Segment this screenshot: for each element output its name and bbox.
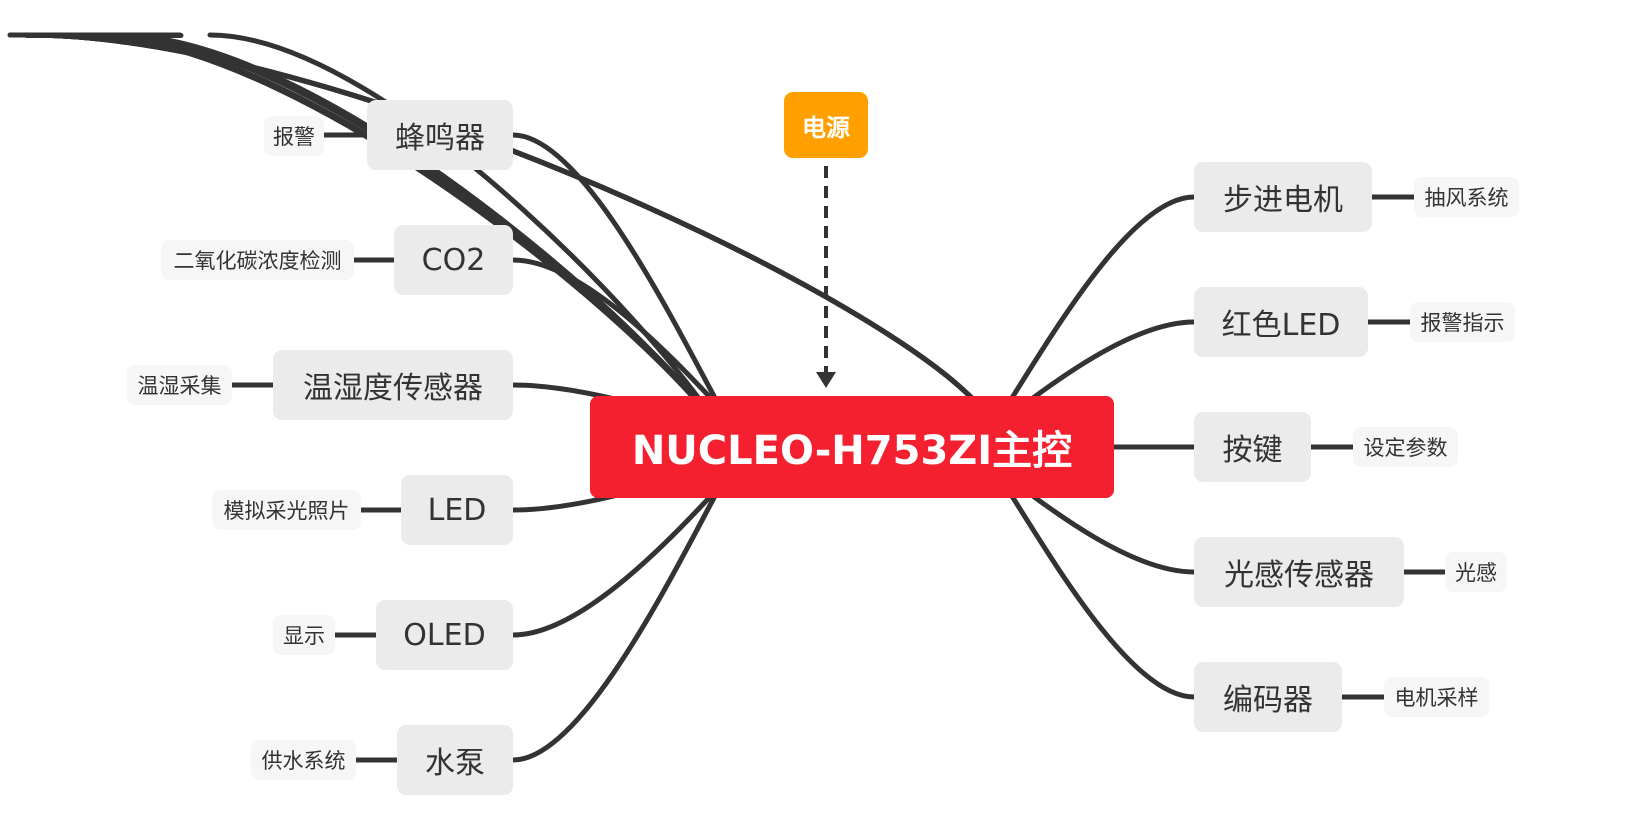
left-detail-buzzer[interactable]: 报警	[264, 116, 324, 156]
right-detail-red-led[interactable]: 报警指示	[1410, 302, 1515, 342]
right-detail-button[interactable]: 设定参数	[1353, 427, 1458, 467]
left-detail-label: 温湿采集	[137, 374, 222, 398]
right-detail-label: 电机采样	[1394, 686, 1479, 710]
right-topic-encoder[interactable]: 编码器	[1194, 662, 1342, 732]
right-detail-light-sensor[interactable]: 光感	[1445, 552, 1507, 592]
left-detail-label: 模拟采光照片	[223, 499, 350, 523]
left-detail-label: 显示	[283, 624, 325, 648]
power-arrow-head	[816, 372, 836, 388]
left-topic-temp-humidity-sensor[interactable]: 温湿度传感器	[273, 350, 513, 420]
left-detail-led[interactable]: 模拟采光照片	[212, 490, 361, 530]
right-topic-stepper-motor[interactable]: 步进电机	[1194, 162, 1372, 232]
left-topic-co2[interactable]: CO2	[394, 225, 513, 295]
left-topic-buzzer[interactable]: 蜂鸣器	[367, 100, 513, 170]
right-detail-encoder[interactable]: 电机采样	[1384, 677, 1489, 717]
left-topic-label: CO2	[421, 242, 486, 278]
left-topic-label: 水泵	[425, 746, 485, 781]
right-detail-label: 光感	[1455, 561, 1497, 585]
right-topic-label: 步进电机	[1223, 183, 1343, 218]
right-topic-label: 按键	[1222, 433, 1283, 468]
right-topic-button[interactable]: 按键	[1194, 412, 1311, 482]
left-topic-led[interactable]: LED	[401, 475, 513, 545]
left-detail-oled[interactable]: 显示	[273, 615, 335, 655]
left-topic-label: OLED	[403, 617, 486, 653]
central-topic[interactable]: NUCLEO-H753ZI主控	[590, 396, 1114, 498]
left-detail-label: 报警	[273, 125, 315, 149]
power-topic-label: 电源	[802, 113, 850, 142]
right-detail-stepper-motor[interactable]: 抽风系统	[1414, 177, 1519, 217]
left-detail-water-pump[interactable]: 供水系统	[251, 740, 356, 780]
right-topic-light-sensor[interactable]: 光感传感器	[1194, 537, 1404, 607]
right-topic-red-led[interactable]: 红色LED	[1194, 287, 1368, 357]
right-detail-label: 抽风系统	[1424, 186, 1509, 210]
right-topic-label: 红色LED	[1221, 308, 1341, 343]
left-topic-label: LED	[427, 492, 487, 528]
left-detail-label: 供水系统	[261, 749, 346, 773]
right-detail-label: 设定参数	[1363, 436, 1448, 460]
central-topic-label: NUCLEO-H753ZI主控	[631, 428, 1073, 474]
left-topic-label: 温湿度传感器	[303, 371, 483, 406]
left-detail-temp-humidity-sensor[interactable]: 温湿采集	[127, 365, 232, 405]
right-topic-label: 光感传感器	[1224, 558, 1374, 593]
right-detail-label: 报警指示	[1420, 311, 1505, 335]
left-detail-label: 二氧化碳浓度检测	[173, 249, 342, 273]
power-topic[interactable]: 电源	[784, 92, 868, 158]
right-topic-label: 编码器	[1223, 683, 1313, 718]
left-topic-water-pump[interactable]: 水泵	[397, 725, 513, 795]
left-topic-label: 蜂鸣器	[395, 121, 485, 156]
left-topic-oled[interactable]: OLED	[376, 600, 513, 670]
left-detail-co2[interactable]: 二氧化碳浓度检测	[161, 240, 354, 280]
